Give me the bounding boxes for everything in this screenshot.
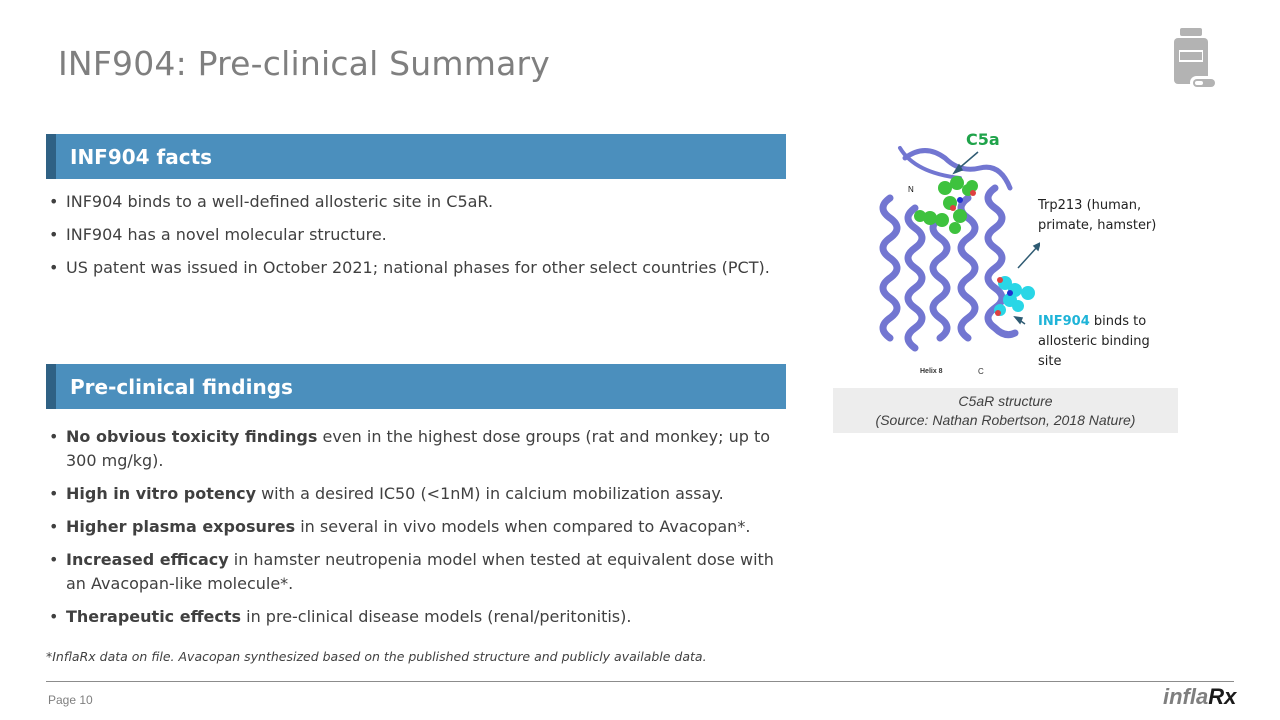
logo-part: Rx — [1208, 684, 1237, 709]
section-header-facts: INF904 facts — [46, 134, 786, 179]
section-title: INF904 facts — [70, 145, 213, 169]
bullet-text: INF904 binds to a well-defined allosteri… — [66, 192, 494, 211]
helix-label: Helix 8 — [920, 368, 943, 375]
bullet-bold: High in vitro potency — [66, 484, 256, 503]
list-item: Therapeutic effects in pre-clinical dise… — [46, 605, 776, 629]
bullet-text: INF904 has a novel molecular structure. — [66, 225, 387, 244]
inflarx-logo: inflaRx — [1163, 684, 1236, 710]
c5ar-structure-image: N Helix 8 C — [879, 146, 1040, 376]
caption-source: (Source: Nathan Robertson, 2018 Nature) — [875, 412, 1136, 428]
bullet-text: even in the highest dose groups (rat and… — [66, 427, 771, 470]
findings-list: No obvious toxicity findings even in the… — [46, 425, 776, 638]
bullet-bold: No obvious toxicity findings — [66, 427, 318, 446]
trp213-label: Trp213 (human, primate, hamster) — [1038, 198, 1157, 233]
list-item: US patent was issued in October 2021; na… — [46, 256, 776, 280]
bullet-bold: Increased efficacy — [66, 550, 229, 569]
page-number: Page 10 — [48, 693, 93, 707]
bullet-bold: Therapeutic effects — [66, 607, 242, 626]
bullet-text: in pre-clinical disease models (renal/pe… — [241, 607, 632, 626]
list-item: INF904 has a novel molecular structure. — [46, 223, 776, 247]
list-item: Increased efficacy in hamster neutropeni… — [46, 548, 776, 596]
list-item: Higher plasma exposures in several in vi… — [46, 515, 776, 539]
inf904-highlight: INF904 — [1038, 314, 1090, 329]
logo-part: infla — [1163, 684, 1209, 709]
caption-line: C5aR structure — [958, 393, 1053, 409]
footer-divider — [46, 681, 1234, 682]
list-item: High in vitro potency with a desired IC5… — [46, 482, 776, 506]
bullet-text: US patent was issued in October 2021; na… — [66, 258, 770, 277]
inf904-binding-label: INF904 binds to allosteric binding site — [1038, 312, 1153, 372]
bullet-text: with a desired IC50 (<1nM) in calcium mo… — [256, 484, 724, 503]
n-terminus-label: N — [908, 185, 914, 194]
list-item: INF904 binds to a well-defined allosteri… — [46, 190, 776, 214]
bullet-text: in several in vivo models when compared … — [295, 517, 751, 536]
section-header-findings: Pre-clinical findings — [46, 364, 786, 409]
bullet-bold: Higher plasma exposures — [66, 517, 296, 536]
footnote: *InflaRx data on file. Avacopan synthesi… — [46, 649, 707, 664]
inf904-label-text: binds to allosteric binding site — [1038, 314, 1150, 369]
pill-bottle-icon — [1174, 28, 1218, 89]
page-title: INF904: Pre-clinical Summary — [58, 44, 551, 83]
c5a-label: C5a — [966, 130, 1000, 149]
figure-caption: C5aR structure (Source: Nathan Robertson… — [833, 388, 1178, 433]
c-terminus-label: C — [978, 367, 984, 376]
list-item: No obvious toxicity findings even in the… — [46, 425, 776, 473]
section-title: Pre-clinical findings — [70, 375, 293, 399]
facts-list: INF904 binds to a well-defined allosteri… — [46, 190, 776, 289]
bullet-text: in hamster neutropenia model when tested… — [66, 550, 774, 593]
